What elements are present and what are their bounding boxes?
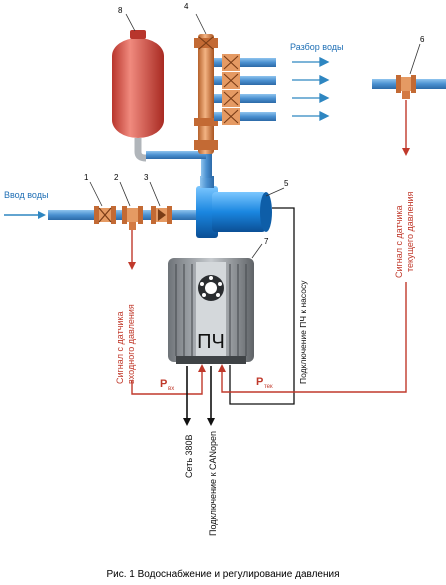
tank-elbow — [134, 138, 147, 162]
water-draw-arrows — [292, 56, 330, 122]
leader-2: 2 — [114, 173, 131, 207]
vfd-label: ПЧ — [197, 331, 225, 353]
leader-7: 7 — [251, 237, 269, 259]
leader-5: 5 — [265, 179, 289, 197]
svg-text:тек: тек — [264, 384, 273, 390]
manifold-output-2 — [214, 72, 276, 89]
signal-current-arrow — [402, 100, 410, 156]
valve-1 — [94, 206, 116, 224]
leader-6: 6 — [409, 35, 425, 75]
p-input-label: P вх — [160, 378, 174, 392]
signal-input-label: Сигнал с датчика входного давления — [115, 304, 136, 384]
water-input-arrow — [4, 211, 46, 219]
svg-text:текущего давления: текущего давления — [405, 191, 415, 272]
svg-text:Ввод воды: Ввод воды — [4, 190, 48, 200]
svg-text:1: 1 — [84, 173, 89, 182]
leader-8: 8 — [118, 6, 136, 32]
leader-3: 3 — [144, 173, 161, 207]
manifold-4 — [194, 34, 218, 154]
canopen-arrow — [207, 366, 215, 426]
tank-connector-pipe — [146, 151, 206, 159]
expansion-tank-8 — [112, 30, 164, 138]
svg-text:Сигнал с датчика: Сигнал с датчика — [394, 205, 404, 278]
svg-text:5: 5 — [284, 179, 289, 188]
water-draw-label: Разбор воды — [290, 42, 344, 52]
svg-text:2: 2 — [114, 173, 119, 182]
leader-4: 4 — [184, 2, 207, 35]
check-valve-3 — [151, 206, 172, 224]
svg-text:Сигнал с датчика: Сигнал с датчика — [115, 311, 125, 384]
p-current-line — [221, 282, 407, 393]
manifold-output-1 — [214, 54, 276, 71]
svg-text:4: 4 — [184, 2, 189, 11]
p-current-label: P тек — [256, 376, 273, 390]
manifold-output-3 — [214, 90, 276, 107]
mains-label: Сеть 380В — [184, 434, 194, 478]
signal-input-arrow — [128, 230, 136, 270]
canopen-label: Подключение к CANopen — [208, 431, 218, 536]
leader-1: 1 — [84, 173, 103, 207]
p-input-line — [131, 368, 203, 395]
p-input-arrowhead — [198, 364, 206, 372]
signal-current-label: Сигнал с датчика текущего давления — [394, 191, 415, 278]
vfd-7 — [168, 258, 254, 364]
svg-text:P: P — [256, 376, 263, 388]
svg-text:входного давления: входного давления — [126, 304, 136, 384]
vfd-pump-line — [229, 207, 295, 405]
p-current-arrowhead — [218, 364, 226, 372]
pressure-sensor-2 — [122, 206, 143, 230]
figure-caption: Рис. 1 Водоснабжение и регулирование дав… — [106, 569, 340, 580]
svg-text:6: 6 — [420, 35, 425, 44]
svg-text:3: 3 — [144, 173, 149, 182]
vfd-to-pump-label: Подключение ПЧ к насосу — [298, 280, 308, 384]
riser-pipe — [201, 150, 212, 178]
svg-text:P: P — [160, 378, 167, 390]
water-input-label: Ввод воды — [4, 190, 48, 200]
pump-5 — [196, 176, 272, 238]
mains-arrow — [183, 366, 191, 426]
svg-text:вх: вх — [168, 386, 174, 392]
manifold-output-4 — [214, 108, 276, 125]
svg-text:7: 7 — [264, 237, 269, 246]
svg-text:8: 8 — [118, 6, 123, 15]
pressure-sensor-6 — [396, 75, 416, 99]
